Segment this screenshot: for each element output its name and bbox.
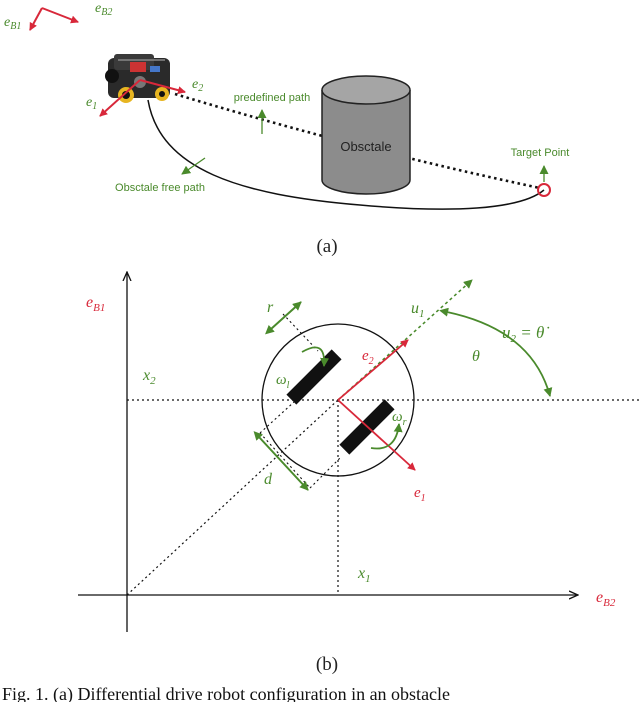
guide-origin-diagonal [126, 399, 339, 596]
obstacle-free-path-line [147, 99, 545, 210]
body-e2-arrow [337, 339, 409, 401]
label-omega-r: ωr [392, 409, 407, 428]
label-eb2-b: eB2 [596, 589, 616, 609]
label-eb1-a: eB1 [4, 15, 21, 32]
robot-image [105, 54, 170, 103]
omega-l-arc [301, 346, 330, 367]
label-u1: u1 [411, 300, 425, 320]
body-e1-arrow [337, 399, 416, 471]
theta-arc [439, 307, 553, 397]
frame-eb2-arrow [41, 7, 79, 24]
left-wheel [286, 349, 342, 405]
label-e1-b: e1 [414, 485, 426, 504]
robot-e1-arrow [99, 79, 141, 117]
target-point-marker [537, 183, 551, 197]
label-x2: x2 [142, 367, 156, 387]
guide-d-left-up [259, 401, 295, 434]
frame-eb1-arrow [29, 7, 43, 31]
obstacle-free-path-arrow [181, 157, 206, 175]
panel-b-label: (b) [316, 654, 338, 675]
figure: eB1 eB2 e2 e1 Obsctale [4, 1, 640, 675]
label-predefined-path: predefined path [234, 92, 310, 104]
label-target-point: Target Point [511, 147, 570, 159]
label-d: d [264, 471, 273, 488]
label-eb1-b: eB1 [86, 294, 105, 314]
obstacle-cylinder [321, 75, 411, 195]
label-omega-l: ωl [276, 372, 290, 391]
omega-r-arc [370, 423, 403, 450]
label-e2-a: e2 [192, 77, 203, 94]
label-obstacle-free-path: Obsctale free path [115, 182, 205, 194]
label-u2-equation: u2 = θ̇ [502, 323, 549, 345]
label-obstacle: Obsctale [340, 139, 391, 154]
label-eb2-a: eB2 [95, 1, 112, 18]
d-dimension-arrow [253, 431, 309, 491]
r-dimension-arrow [265, 301, 302, 335]
label-e2-b: e2 [362, 348, 374, 367]
robot-body-circle [261, 323, 415, 477]
label-r: r [267, 299, 274, 316]
guide-r-right [282, 313, 319, 352]
robot-e2-arrow [139, 79, 186, 95]
figure-caption: Fig. 1. (a) Differential drive robot con… [2, 684, 451, 702]
panel-b: eB1 eB2 r u1 e2 u2 = θ̇ θ [78, 272, 640, 675]
guide-d-right [309, 457, 341, 489]
label-theta: θ [472, 348, 480, 365]
panel-a-label: (a) [316, 236, 337, 257]
label-e1-a: e1 [86, 95, 97, 112]
panel-a: eB1 eB2 e2 e1 Obsctale [4, 1, 569, 257]
label-x1: x1 [357, 565, 371, 585]
